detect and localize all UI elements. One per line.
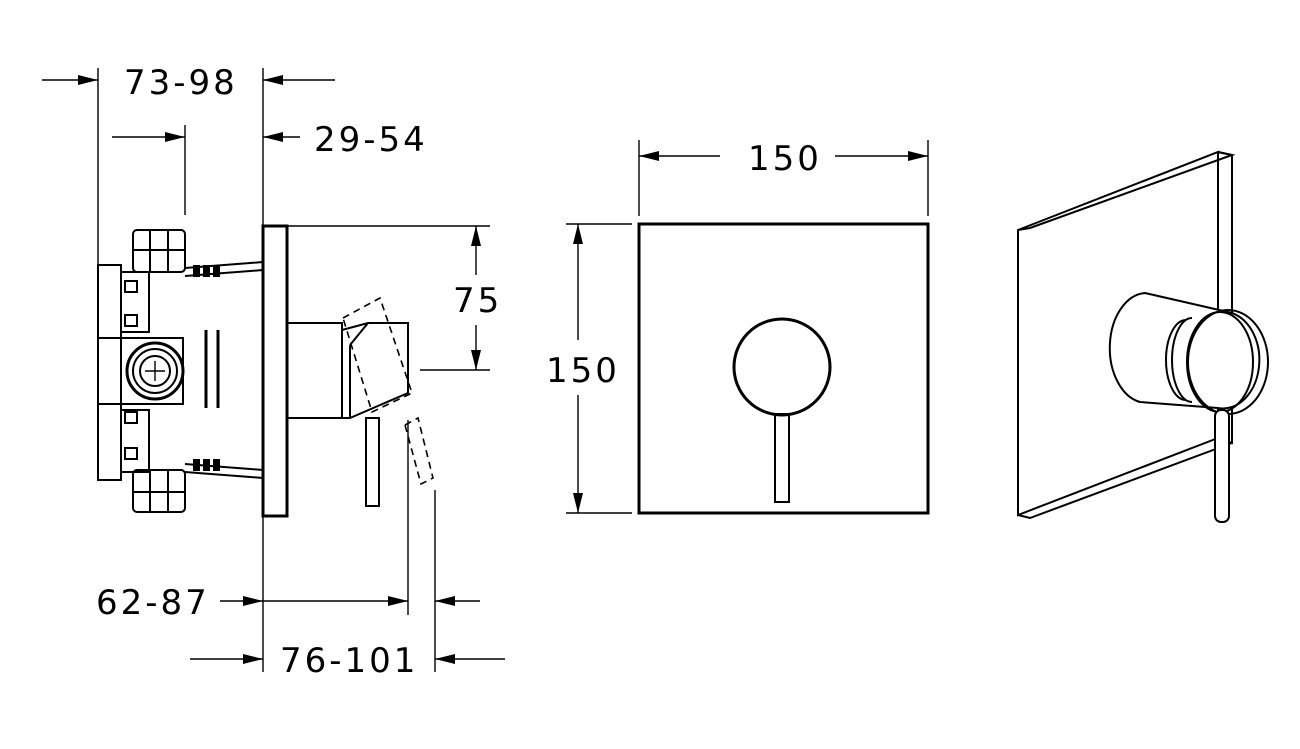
front-handle-knob bbox=[732, 317, 832, 417]
valve-body bbox=[97, 264, 220, 481]
dimension-29-54: 29-54 bbox=[314, 120, 428, 160]
dimension-150-height: 150 bbox=[546, 351, 620, 391]
dimension-73-98: 73-98 bbox=[124, 63, 238, 103]
dimension-62-87: 62-87 bbox=[96, 583, 210, 623]
dimension-75: 75 bbox=[453, 281, 502, 321]
bottom-connector bbox=[132, 459, 264, 513]
dimension-76-101: 76-101 bbox=[280, 641, 418, 681]
front-plate bbox=[637, 222, 930, 515]
front-view: 150 150 bbox=[546, 139, 930, 515]
top-connector bbox=[132, 229, 264, 277]
front-handle-lever bbox=[774, 413, 790, 503]
dimension-150-width: 150 bbox=[748, 139, 822, 179]
handle-side bbox=[286, 296, 434, 507]
wall-plate-profile bbox=[261, 224, 289, 518]
perspective-handle bbox=[1108, 291, 1269, 523]
perspective-view bbox=[1017, 150, 1269, 523]
perspective-plate-bottom bbox=[1017, 442, 1233, 520]
side-view: 73-98 29-54 75 62-87 76-101 bbox=[42, 63, 505, 681]
